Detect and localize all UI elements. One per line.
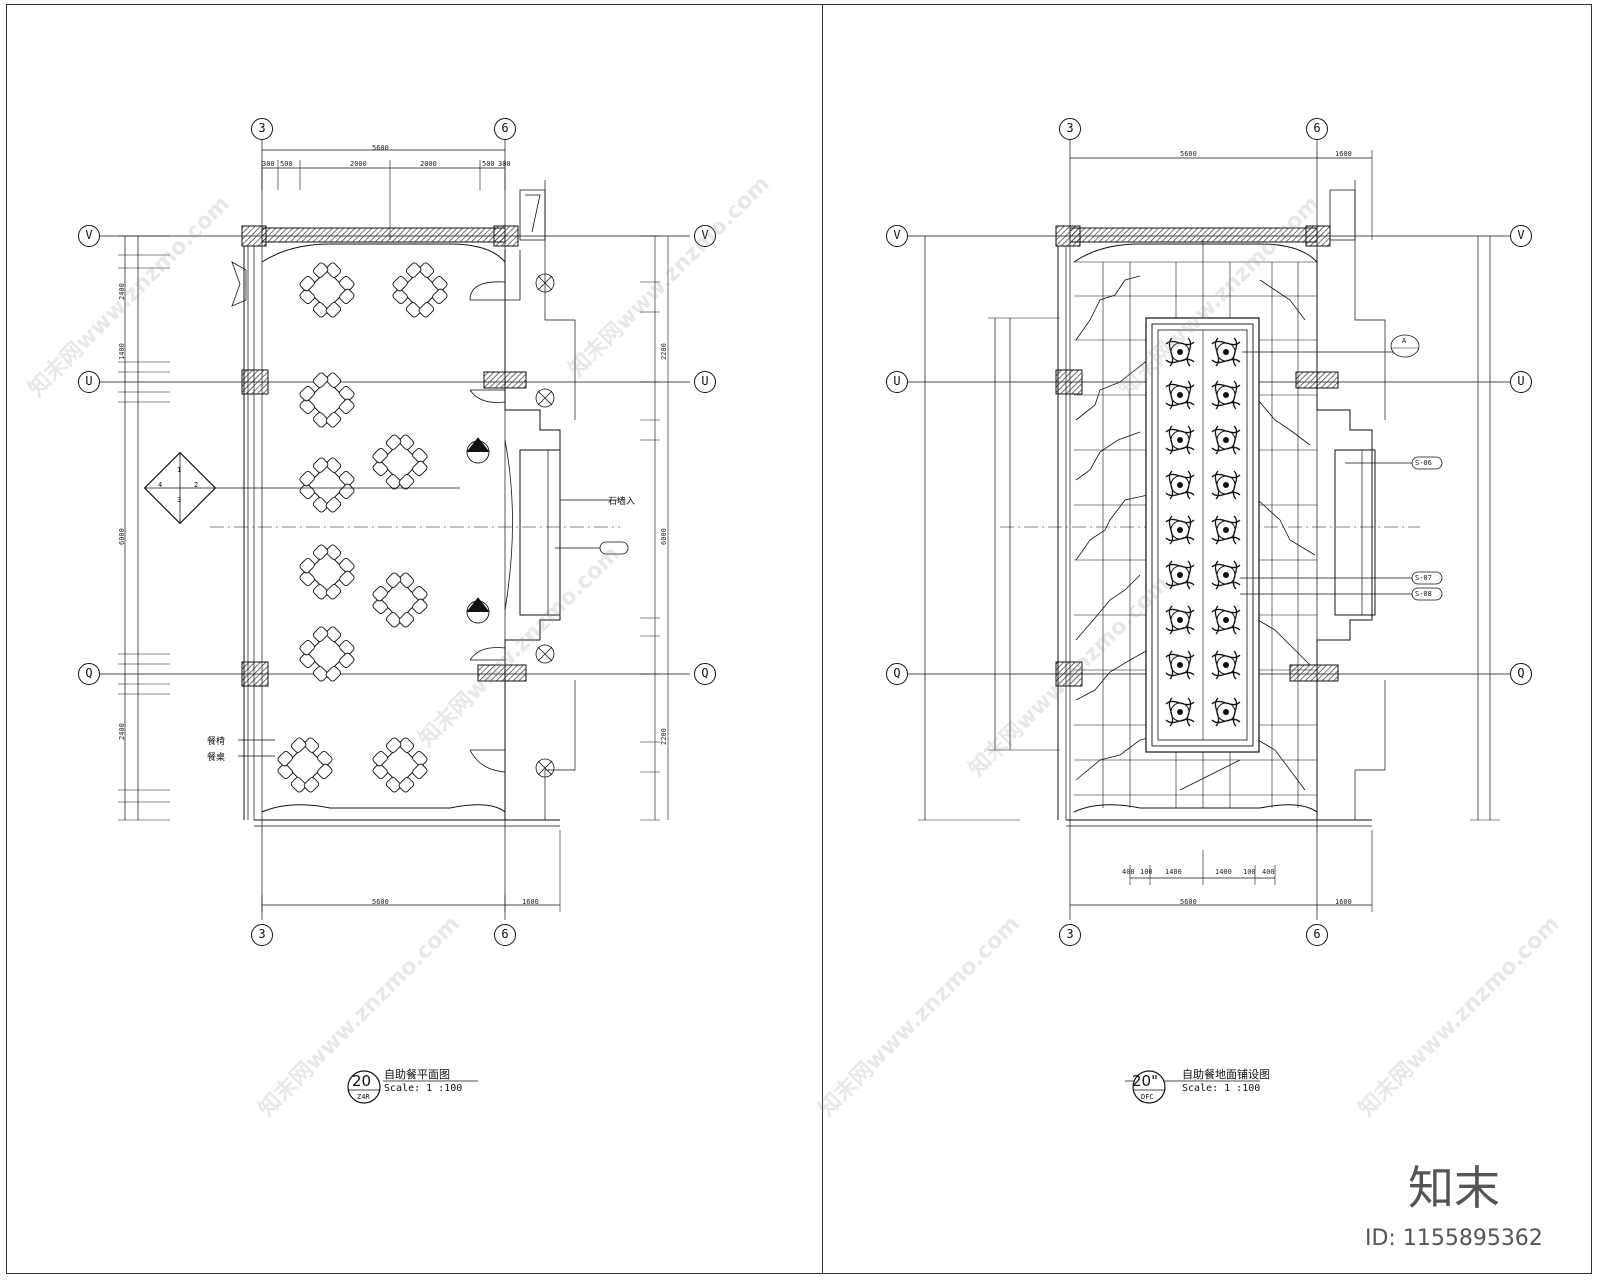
dim-bottom-5600-left: 5600 [372,898,389,906]
grid-axis-6-top-left: 6 [494,118,516,140]
dim-right-total: 6000 [660,528,668,545]
grid-axis-3-top-right: 3 [1059,118,1081,140]
dim-top-3: 2000 [350,160,367,168]
drawing-sheet-frame [6,4,1592,1274]
grid-axis-u-right-right: U [1510,371,1532,393]
dim-small-3: 1400 [1165,868,1182,876]
callout-s06: S-06 [1415,459,1432,467]
grid-axis-q-left-right: Q [694,663,716,685]
dim-left-1: 2400 [118,283,126,300]
dim-top-5600-right: 5600 [1180,150,1197,158]
grid-axis-u-left: U [78,371,100,393]
dim-bottom-1600-right: 1600 [1335,898,1352,906]
brand-logo: 知末 [1408,1161,1500,1215]
label-pick: 石墙入 [608,497,636,507]
dim-small-5: 100 [1243,868,1256,876]
section-tag-6: 6 [475,601,480,609]
grid-axis-v-left-right: V [694,225,716,247]
grid-axis-u-right: U [886,371,908,393]
dim-top-1: 300 [262,160,275,168]
dim-left-2: 1400 [118,343,126,360]
dim-small-1: 400 [1122,868,1135,876]
dim-top-total: 5600 [372,144,389,152]
label-table: 餐桌 [207,753,226,763]
dim-top-6: 300 [498,160,511,168]
grid-axis-6-bottom-right: 6 [1306,924,1328,946]
dim-top-1600-right: 1600 [1335,150,1352,158]
left-plan-scale: Scale: 1 :100 [384,1083,463,1094]
grid-axis-v-right: V [886,225,908,247]
grid-axis-u-left-right: U [694,371,716,393]
grid-axis-6-top-right: 6 [1306,118,1328,140]
dim-left-total: 6000 [118,528,126,545]
callout-s08: S-08 [1415,590,1432,598]
left-plan-title: 自助餐平面图 [384,1068,450,1081]
dim-top-5: 500 [482,160,495,168]
grid-axis-q-right: Q [886,663,908,685]
callout-s07: S-07 [1415,574,1432,582]
dim-right-1: 2200 [660,343,668,360]
grid-axis-v-right-right: V [1510,225,1532,247]
section-tag-5: 5 [475,441,480,449]
dim-small-4: 1400 [1215,868,1232,876]
dim-small-2: 100 [1140,868,1153,876]
detail-mark-2: 2 [194,481,199,489]
dim-left-3: 2400 [118,723,126,740]
detail-mark-3: 3 [177,496,182,504]
dim-top-4: 2000 [420,160,437,168]
right-plan-sub: DFC [1141,1093,1154,1101]
grid-axis-6-bottom-left: 6 [494,924,516,946]
left-plan-number: 20 [352,1072,372,1090]
left-floor-plan [100,140,690,920]
grid-axis-q-right-right: Q [1510,663,1532,685]
right-plan-number: 20" [1132,1072,1158,1090]
sheet-divider-line [822,4,823,1274]
dim-bottom-5600-right: 5600 [1180,898,1197,906]
right-floor-plan [900,140,1510,920]
image-id-label: ID: 1155895362 [1365,1226,1543,1251]
grid-axis-3-top-left: 3 [251,118,273,140]
grid-axis-3-bottom-right: 3 [1059,924,1081,946]
left-plan-sub: Z4R [357,1093,370,1101]
dim-bottom-1600-left: 1600 [522,898,539,906]
right-plan-title: 自助餐地面铺设图 [1182,1068,1270,1081]
grid-axis-3-bottom-left: 3 [251,924,273,946]
dim-right-2: 2200 [660,728,668,745]
callout-a: A [1402,337,1407,345]
label-chair: 餐椅 [207,737,226,747]
right-plan-scale: Scale: 1 :100 [1182,1083,1261,1094]
dim-small-6: 400 [1262,868,1275,876]
detail-mark-1: 1 [177,466,182,474]
grid-axis-v-left: V [78,225,100,247]
dim-top-2: 500 [280,160,293,168]
grid-axis-q-left: Q [78,663,100,685]
detail-mark-4: 4 [158,481,163,489]
